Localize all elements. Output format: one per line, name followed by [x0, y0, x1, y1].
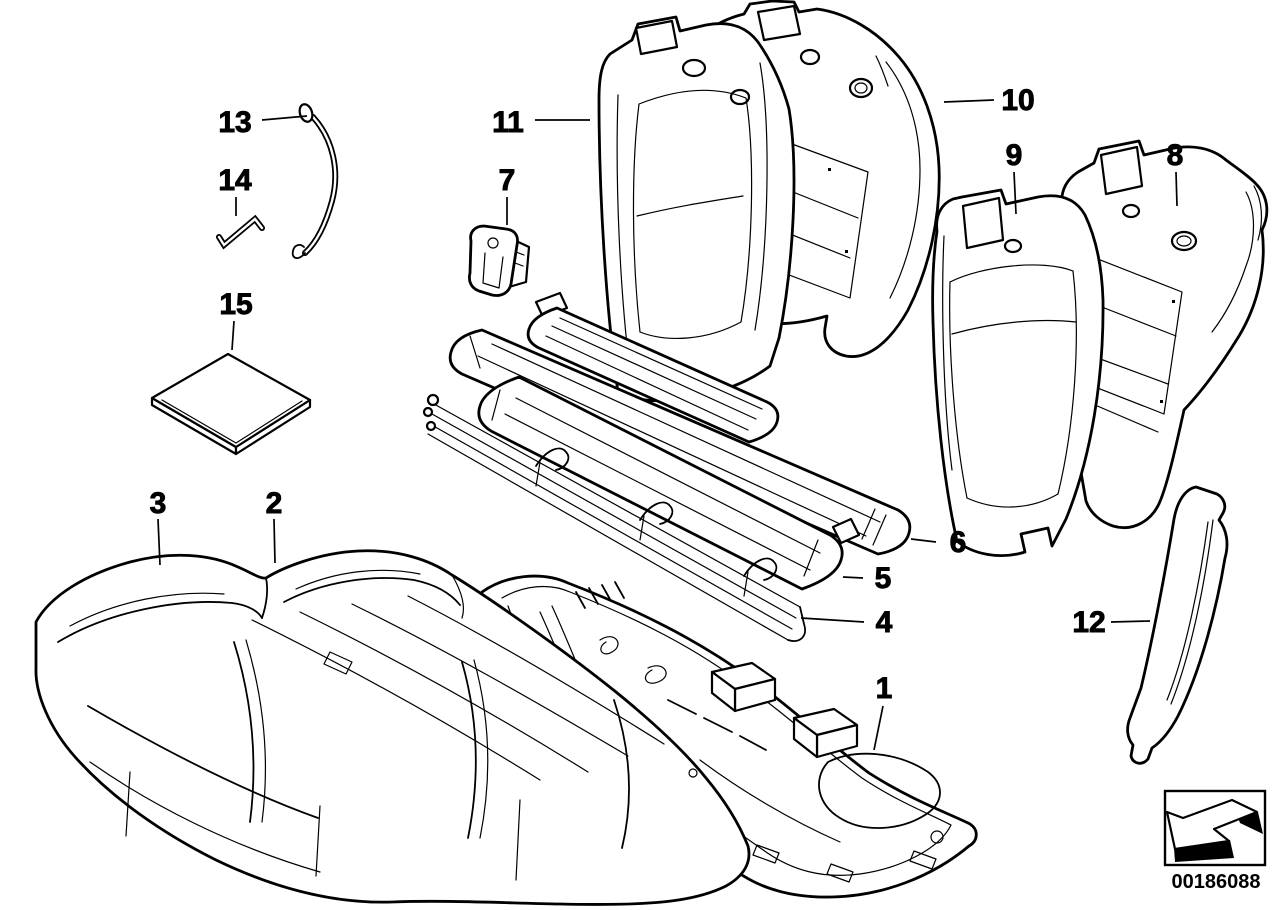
callout-label-1: 1	[876, 672, 893, 705]
callout-label-8: 8	[1167, 139, 1184, 172]
arrow-down-left-icon	[1165, 798, 1263, 862]
callout-label-15: 15	[219, 288, 252, 321]
part-2-3-seat-cushion-drawing	[34, 549, 751, 906]
callout-9[interactable]: 9	[1005, 139, 1023, 215]
callout-8[interactable]: 8	[1166, 139, 1184, 207]
callout-label-13: 13	[218, 106, 251, 139]
part-7-latch-drawing	[468, 224, 531, 297]
leader-line-6	[910, 538, 937, 543]
callout-7[interactable]: 7	[498, 164, 516, 225]
leader-line-2	[273, 518, 276, 564]
callout-1[interactable]: 1	[873, 672, 893, 751]
callout-label-14: 14	[218, 164, 252, 197]
part-9-backrest-cover-drawing	[931, 188, 1105, 557]
callout-4[interactable]: 4	[800, 606, 893, 639]
callout-15[interactable]: 15	[219, 288, 253, 351]
trim-strip-upper-left-drawing	[526, 291, 780, 444]
leader-line-3	[157, 518, 161, 566]
callout-6[interactable]: 6	[910, 526, 967, 559]
part-4-wire-frame-drawing	[422, 393, 806, 642]
leader-line-12	[1110, 620, 1151, 623]
part-6-trim-strip-drawing	[448, 328, 912, 556]
leader-line-1	[873, 705, 884, 751]
diagram-number: 00186088	[1172, 871, 1261, 893]
part-8-backrest-panel-drawing	[1059, 139, 1269, 529]
callout-12[interactable]: 12	[1072, 606, 1151, 639]
callout-label-9: 9	[1006, 139, 1023, 172]
leader-line-8	[1175, 171, 1178, 207]
callout-14[interactable]: 14	[218, 164, 252, 216]
callout-3[interactable]: 3	[149, 487, 167, 566]
leader-line-9	[1013, 171, 1017, 215]
callout-label-3: 3	[150, 487, 167, 520]
part-5-trim-strip-drawing	[477, 375, 844, 591]
callout-label-2: 2	[266, 487, 283, 520]
part-13-wire-rod-drawing	[291, 103, 339, 259]
part-14-clip-drawing	[216, 214, 265, 250]
callout-label-5: 5	[875, 562, 892, 595]
leader-line-13	[261, 115, 308, 121]
callout-10[interactable]: 10	[943, 84, 1035, 117]
callout-13[interactable]: 13	[218, 106, 308, 139]
callout-label-11: 11	[492, 106, 524, 139]
part-12-side-trim-panel-drawing	[1126, 485, 1229, 765]
callout-5[interactable]: 5	[842, 562, 892, 595]
callout-label-12: 12	[1072, 606, 1105, 639]
leader-line-15	[231, 320, 235, 351]
nav-arrow-box[interactable]	[1163, 789, 1267, 867]
leader-line-10	[943, 99, 995, 103]
callout-label-7: 7	[499, 164, 516, 197]
callout-label-6: 6	[950, 526, 967, 559]
leader-line-4	[800, 617, 865, 623]
part-15-pad-drawing	[150, 352, 312, 456]
leader-line-5	[842, 576, 864, 579]
callout-11[interactable]: 11	[492, 106, 590, 139]
callout-label-10: 10	[1001, 84, 1034, 117]
callout-label-4: 4	[876, 606, 893, 639]
callout-2[interactable]: 2	[265, 487, 283, 564]
